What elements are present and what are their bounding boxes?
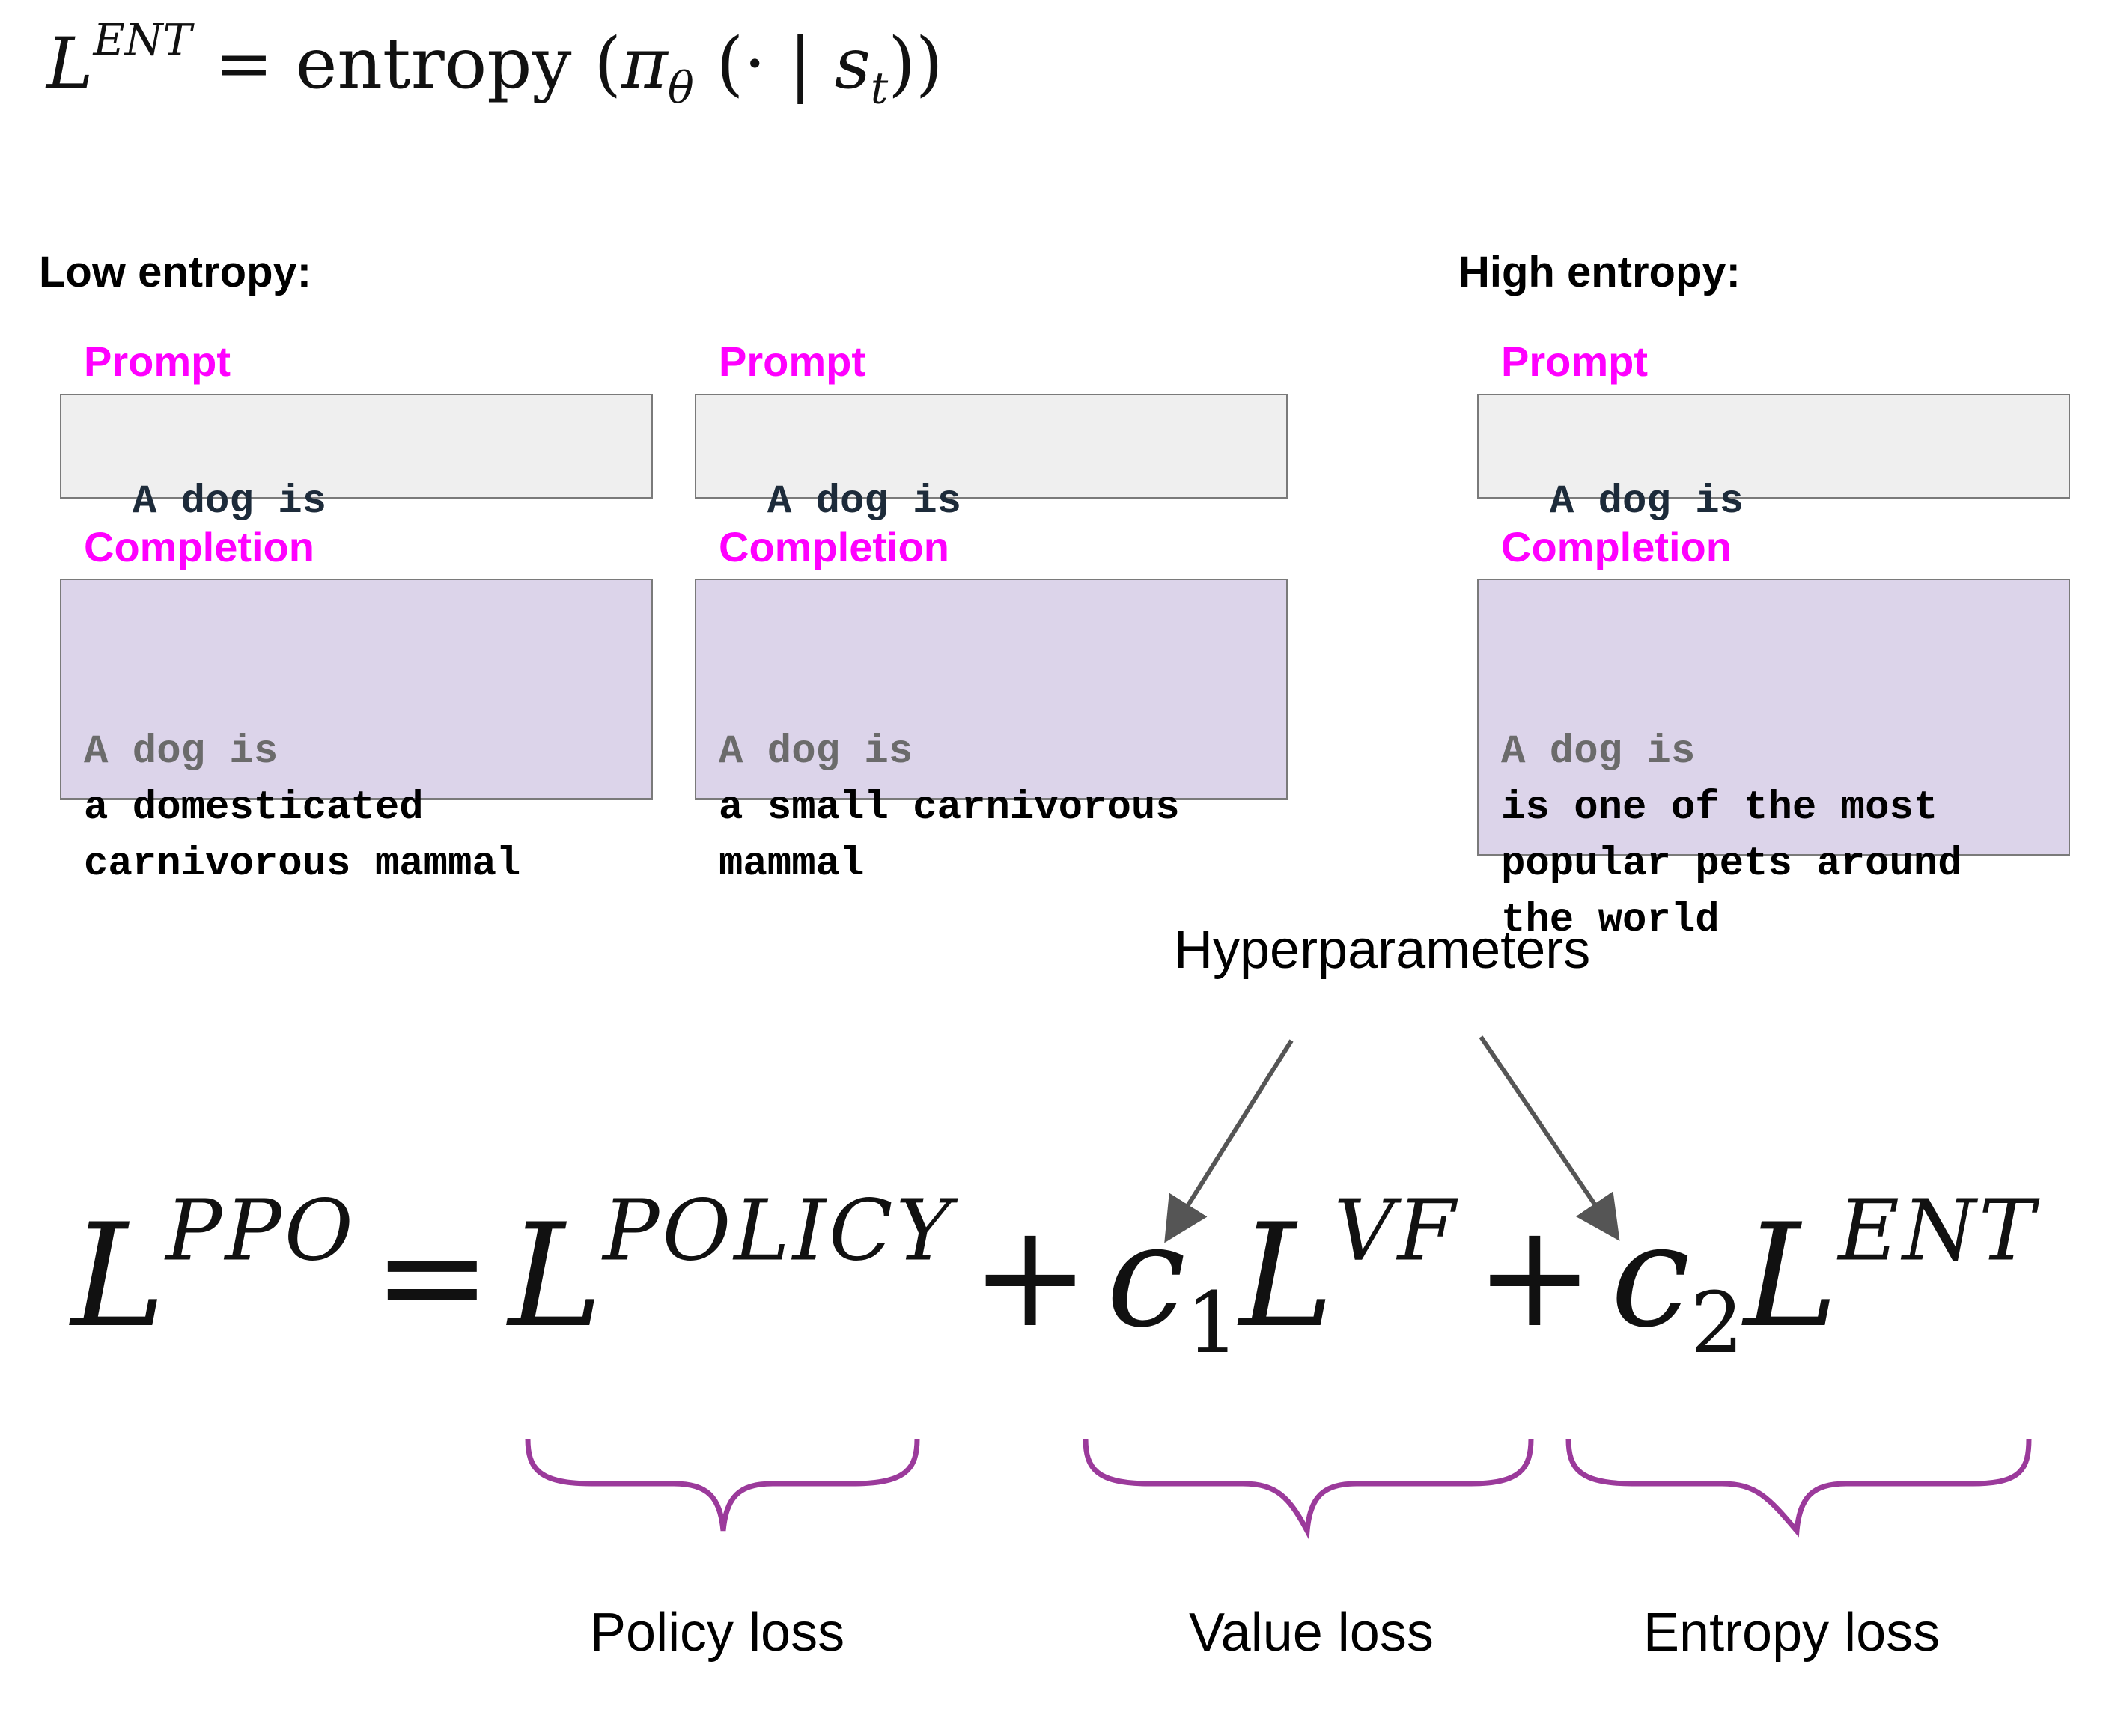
entropy-formula-fn: entropy: [295, 23, 572, 105]
ppo-L: L: [71, 1193, 166, 1359]
example-3-prompt-text: A dog is: [1549, 479, 1744, 525]
example-1-completion-label: Completion: [84, 523, 314, 570]
c2-sub: 2: [1690, 1274, 1744, 1372]
ppo-equals: =: [372, 1193, 492, 1359]
entropy-formula-args: (· |: [716, 23, 835, 105]
example-2-prompt-text: A dog is: [767, 479, 962, 525]
example-1-prompt-box: A dog is: [60, 394, 653, 525]
example-2-completion-box: A dog is a small carnivorous mammal: [695, 579, 1288, 887]
example-2-completion-echo: A dog is: [719, 729, 913, 775]
example-1-prompt-label: Prompt: [84, 338, 231, 385]
example-3-completion-box: A dog is is one of the most popular pets …: [1477, 579, 2070, 943]
entropy-formula-equals: =: [214, 23, 273, 105]
entropy-formula: LENT = entropy (πθ (· | st)): [46, 19, 943, 110]
policy-loss-brace: [525, 1438, 920, 1532]
entropy-formula-pi: π: [621, 23, 668, 105]
ppo-formula: LPPO=LPOLICY+c1LVF+c2LENT: [71, 1190, 2038, 1365]
c2: c: [1610, 1193, 1690, 1359]
example-3-completion-text: is one of the most popular pets around t…: [1501, 785, 1962, 943]
value-sup: VF: [1333, 1182, 1459, 1280]
low-entropy-heading: Low entropy:: [39, 248, 312, 296]
entropy-loss-caption: Entropy loss: [1643, 1603, 1941, 1663]
example-1-prompt-text: A dog is: [132, 479, 327, 525]
example-3-prompt-box: A dog is: [1477, 394, 2070, 525]
example-3-completion-label: Completion: [1501, 523, 1732, 570]
example-1-completion-box: A dog is a domesticated carnivorous mamma…: [60, 579, 653, 887]
c1: c: [1106, 1193, 1187, 1359]
high-entropy-heading: High entropy:: [1458, 248, 1741, 296]
example-1-completion-echo: A dog is: [84, 729, 279, 775]
c1-sub: 1: [1186, 1274, 1240, 1372]
value-L: L: [1239, 1193, 1334, 1359]
example-2-completion-label: Completion: [719, 523, 949, 570]
example-2-prompt-box: A dog is: [695, 394, 1288, 525]
policy-L: L: [508, 1193, 603, 1359]
entropy-L: L: [1744, 1193, 1839, 1359]
example-3-prompt-label: Prompt: [1501, 338, 1648, 385]
entropy-formula-open: (: [594, 23, 622, 105]
example-2-prompt-label: Prompt: [719, 338, 865, 385]
entropy-formula-theta: θ: [667, 62, 694, 114]
entropy-formula-t: t: [870, 62, 889, 114]
example-2-completion-text: a small carnivorous mammal: [719, 785, 1180, 887]
policy-loss-caption: Policy loss: [590, 1603, 845, 1663]
entropy-sup: ENT: [1838, 1182, 2038, 1280]
example-3-completion-echo: A dog is: [1501, 729, 1696, 775]
value-loss-brace: [1083, 1438, 1534, 1541]
entropy-formula-sup: ENT: [93, 14, 192, 66]
example-1-completion-text: a domesticated carnivorous mammal: [84, 785, 521, 887]
entropy-formula-L: L: [46, 23, 94, 105]
hyperparameters-label: Hyperparameters: [1174, 920, 1591, 980]
plus-2: +: [1475, 1193, 1595, 1359]
entropy-loss-brace: [1565, 1438, 2032, 1538]
arrow-to-c2: [1479, 1035, 1620, 1241]
value-loss-caption: Value loss: [1189, 1603, 1434, 1663]
policy-sup: POLICY: [603, 1182, 955, 1280]
plus-1: +: [970, 1193, 1090, 1359]
arrow-to-c1: [1164, 1039, 1294, 1243]
ppo-sup: PPO: [165, 1182, 356, 1280]
entropy-formula-close: )): [888, 23, 943, 105]
entropy-formula-s: s: [834, 23, 871, 105]
